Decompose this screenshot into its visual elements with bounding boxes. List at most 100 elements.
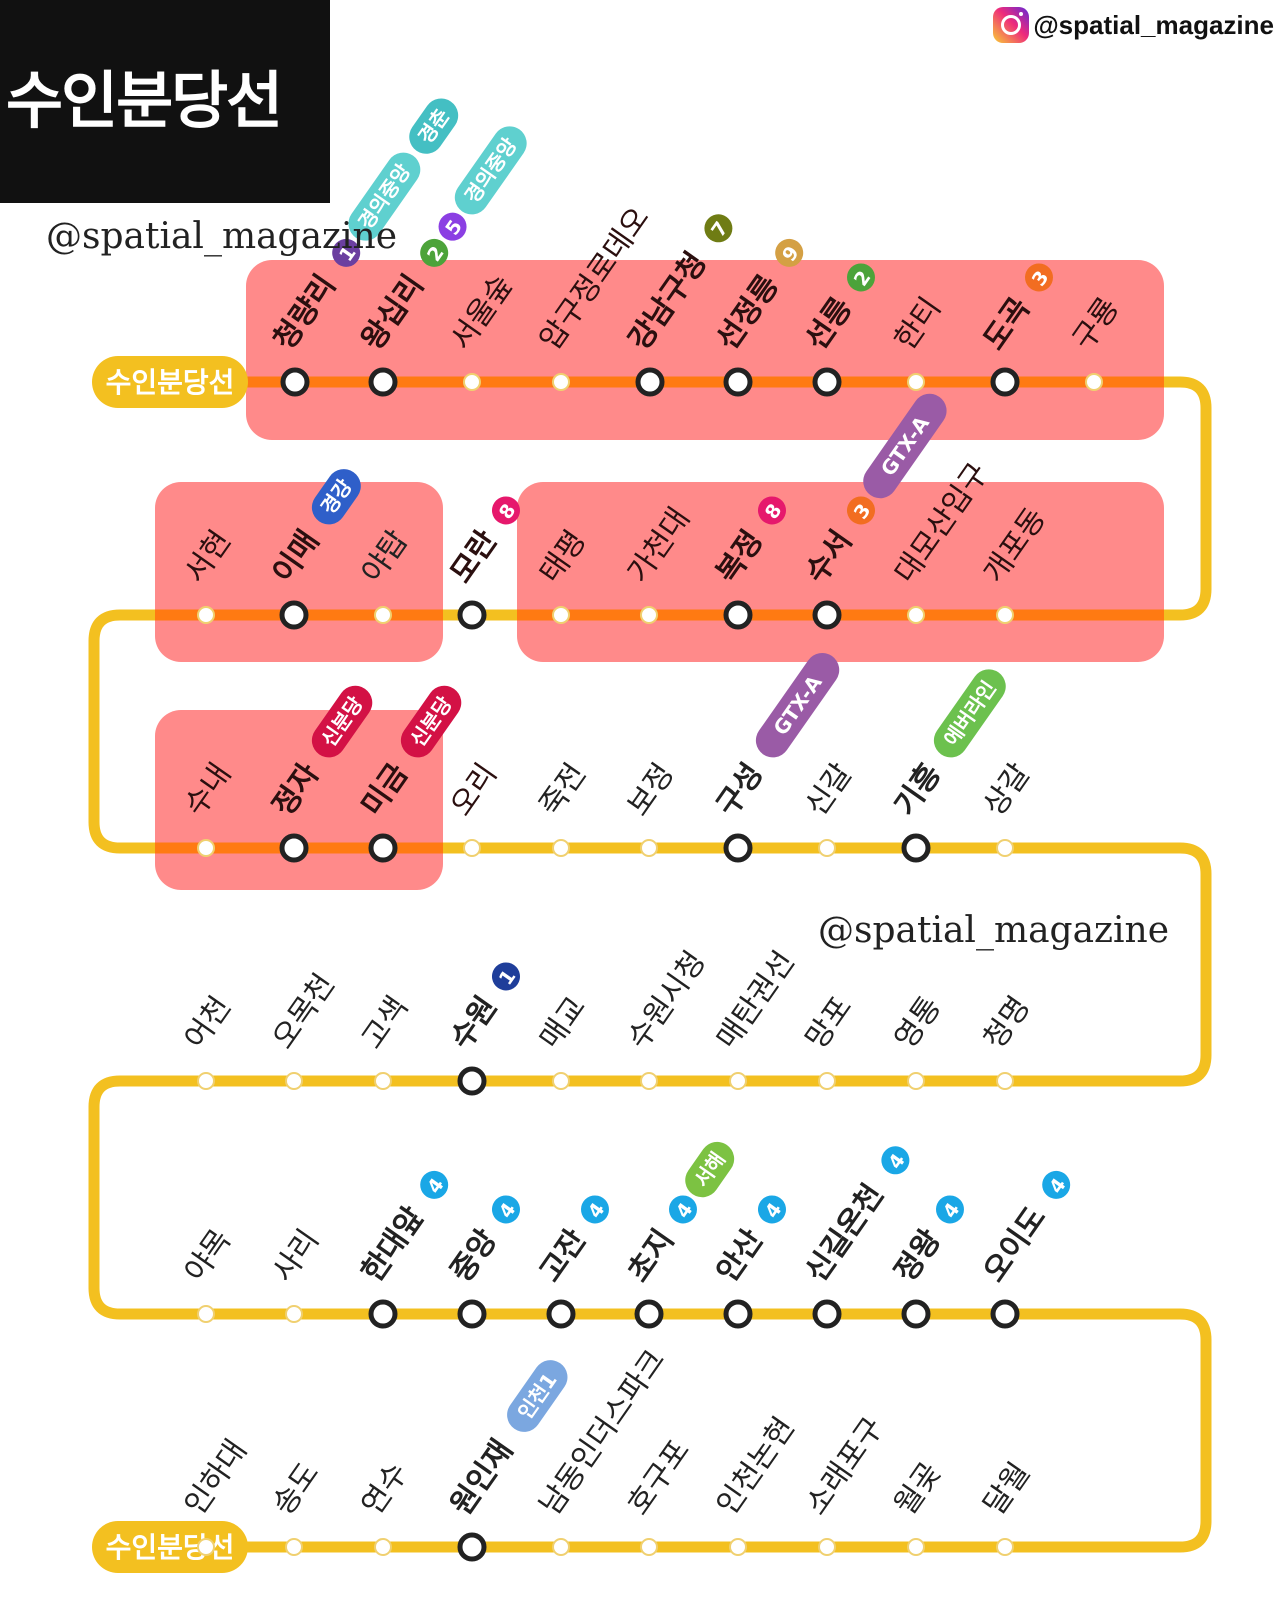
line-name-badge: 인천1 (507, 1360, 568, 1432)
station-marker (640, 1072, 658, 1090)
line-number-badge: 1 (332, 238, 361, 267)
station[interactable]: 송도 (266, 1456, 326, 1556)
title-box: 수인분당선 (0, 0, 330, 203)
station[interactable]: 달월 (977, 1456, 1037, 1556)
transfer-station-marker (279, 833, 309, 863)
transfer-station-marker (457, 600, 487, 630)
station[interactable]: 죽전 (533, 757, 593, 857)
station[interactable]: 중앙4 (444, 1188, 529, 1329)
station[interactable]: 연수 (355, 1456, 415, 1556)
station-marker (552, 1072, 570, 1090)
station[interactable]: 오리 (444, 757, 504, 857)
station-marker (729, 1538, 747, 1556)
svg-text:수인분당선: 수인분당선 (106, 1531, 235, 1564)
station[interactable]: 영통 (888, 990, 948, 1090)
station-marker (729, 1072, 747, 1090)
station-label: 고잔 (533, 1223, 594, 1289)
station[interactable]: 수원시청 (621, 945, 713, 1090)
transfer-station-marker (368, 1299, 398, 1329)
station[interactable]: 어천 (178, 990, 238, 1090)
station[interactable]: 고색 (355, 990, 415, 1090)
line-number-badge: 4 (757, 1195, 786, 1224)
station-marker (818, 839, 836, 857)
station-label: 신길온천 (799, 1178, 891, 1289)
station[interactable]: 신갈 (799, 757, 859, 857)
station-marker (907, 1072, 925, 1090)
instagram-handle: @spatial_magazine (1033, 9, 1274, 40)
page-title: 수인분당선 (6, 64, 283, 137)
transfer-station-marker (723, 367, 753, 397)
station[interactable]: 소래포구 (799, 1411, 891, 1556)
station[interactable]: 매교 (533, 990, 593, 1090)
line-track (88, 376, 1212, 1553)
station-marker (907, 1538, 925, 1556)
transfer-station-marker (280, 367, 310, 397)
line-number-badge: 3 (1024, 263, 1053, 292)
station[interactable]: 야목 (178, 1223, 238, 1323)
transfer-station-marker (723, 833, 753, 863)
station[interactable]: 고잔4 (533, 1188, 618, 1329)
station[interactable]: 월곶 (888, 1456, 948, 1556)
transfer-station-marker (635, 367, 665, 397)
line-name-badge: 에버라인 (933, 669, 1006, 758)
transfer-station-marker (368, 833, 398, 863)
station-marker (907, 373, 925, 391)
station[interactable]: 수원1 (444, 955, 529, 1096)
line-number-badge: 5 (438, 212, 467, 241)
line-number-badge: 4 (491, 1195, 520, 1224)
station-label: 소래포구 (799, 1411, 891, 1522)
station[interactable]: 사리 (266, 1223, 326, 1323)
station-marker (374, 606, 392, 624)
station-marker (197, 1072, 215, 1090)
station-marker (552, 839, 570, 857)
station[interactable]: 안산4 (710, 1188, 795, 1329)
station-label: 매교 (533, 990, 593, 1055)
station-label: 초지 (621, 1223, 681, 1288)
transfer-station-marker (812, 600, 842, 630)
station-marker (552, 373, 570, 391)
station-label: 한대앞 (355, 1200, 431, 1288)
transfer-station-marker (990, 367, 1020, 397)
station[interactable]: 오목천 (266, 968, 342, 1090)
station[interactable]: 청명 (977, 990, 1037, 1090)
station-label: 인하대 (178, 1434, 254, 1522)
station-label: 영통 (888, 990, 948, 1055)
station[interactable]: 보정 (621, 757, 681, 857)
highlight-box (517, 482, 1164, 662)
transfer-station-marker (812, 1299, 842, 1329)
station[interactable]: 모란8 (444, 489, 529, 630)
transfer-station-marker (279, 600, 309, 630)
station-label: 정왕 (888, 1223, 948, 1288)
station-label: 호구포 (621, 1434, 697, 1522)
station-label: 구성 (710, 757, 770, 822)
station[interactable]: 망포 (799, 990, 859, 1090)
station-label: 망포 (799, 990, 859, 1055)
station-label: 청명 (977, 990, 1037, 1055)
station[interactable]: 상갈 (977, 757, 1037, 857)
station-label: 사리 (266, 1223, 326, 1288)
transfer-station-marker (457, 1532, 487, 1562)
station-marker (197, 1538, 215, 1556)
line-number-badge: 4 (420, 1170, 449, 1199)
station-label: 수원 (444, 990, 504, 1055)
station-marker (907, 606, 925, 624)
station-marker (374, 1072, 392, 1090)
line-name-label: 수인분당선 (92, 356, 248, 408)
station-marker (640, 839, 658, 857)
station-marker (197, 1305, 215, 1323)
transfer-station-marker (368, 367, 398, 397)
station[interactable]: 인천논현 (710, 1411, 802, 1556)
station[interactable]: 매탄권선 (710, 945, 802, 1090)
transfer-station-marker (901, 833, 931, 863)
station-marker (1085, 373, 1103, 391)
station[interactable]: 호구포 (621, 1434, 697, 1556)
station[interactable]: 정왕4 (888, 1188, 973, 1329)
line-number-badge: 7 (704, 214, 733, 243)
